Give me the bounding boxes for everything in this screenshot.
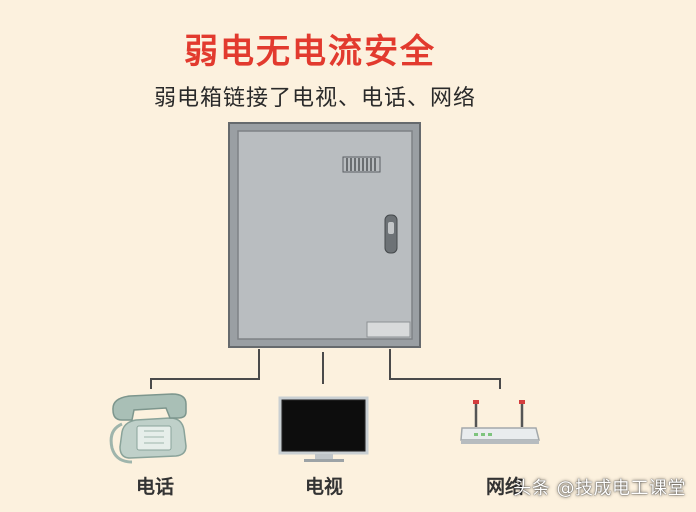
telephone-icon [109, 393, 187, 464]
router-label: 网络 [485, 476, 524, 498]
watermark: 头条 @技成电工课堂 [513, 478, 686, 499]
tv-label: 电视 [304, 476, 343, 498]
television-icon [278, 396, 369, 462]
door-handle-icon [384, 214, 398, 254]
router-icon [460, 400, 540, 444]
connection-lines [150, 349, 501, 389]
phone-label: 电话 [135, 476, 174, 498]
page-subtitle: 弱电箱链接了电视、电话、网络 [153, 86, 476, 111]
vent-grille-icon [342, 156, 381, 173]
page-title: 弱电无电流安全 [184, 32, 436, 72]
label-plate [366, 321, 411, 338]
weak-current-box-icon [228, 122, 421, 348]
